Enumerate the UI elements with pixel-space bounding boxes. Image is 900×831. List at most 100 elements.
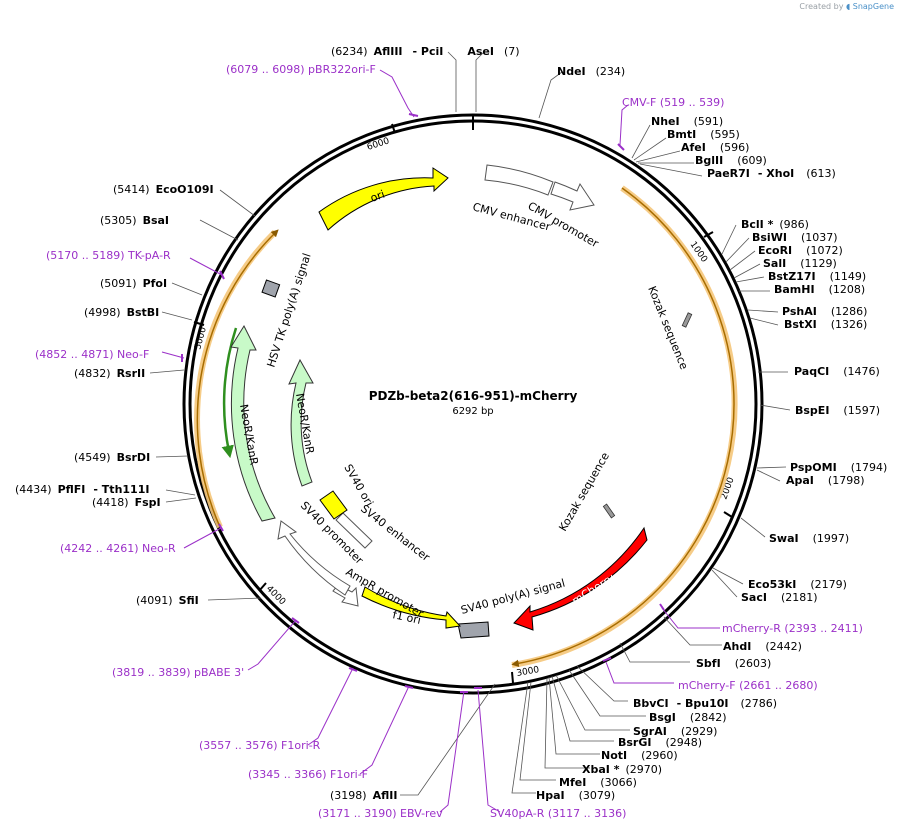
primer-mark [348, 667, 358, 672]
site-leader [165, 489, 196, 496]
feature-kozak-1 [681, 312, 693, 328]
orf-arcs [194, 185, 738, 668]
primer-leader [605, 661, 674, 684]
site-label: (4998)BstBI [84, 306, 159, 319]
plasmid-size: 6292 bp [452, 406, 493, 417]
primer-label: (5170 .. 5189) TK-pA-R [46, 249, 171, 262]
site-leader [735, 276, 765, 283]
primer-label: (4852 .. 4871) Neo-F [35, 348, 149, 361]
site-label: SacI(2181) [741, 591, 818, 604]
feature-cmv-enhancer [484, 164, 554, 196]
site-label: MfeI(3066) [559, 776, 637, 789]
feature-mcherry [513, 526, 648, 631]
primer-mark [219, 270, 225, 280]
site-label: PaqCI(1476) [794, 365, 880, 378]
primer-label: mCherry-F (2661 .. 2680) [678, 679, 818, 692]
site-label: BsiWI(1037) [752, 231, 838, 244]
site-leader [747, 309, 779, 313]
primer-label: CMV-F (519 .. 539) [622, 96, 724, 109]
site-label: BstXI(1326) [784, 318, 867, 331]
feature-ori [318, 167, 449, 231]
primer-label: (3557 .. 3576) F1ori-R [199, 739, 321, 752]
primer-mark [617, 143, 625, 151]
site-leader [544, 677, 590, 769]
feature-hsv-tk-polya [261, 279, 281, 298]
primer-leader [189, 257, 223, 276]
feature-neor-kanr-outer [230, 324, 276, 522]
tick-mark [703, 231, 714, 238]
primer-leader [183, 527, 222, 549]
site-label: BglII(609) [695, 154, 767, 167]
site-label: NheI(591) [651, 115, 723, 128]
orf-arc-neo-inner [221, 327, 238, 459]
site-label: XbaI *(2970) [582, 763, 662, 776]
snapgene-logo-icon: ◖ [845, 2, 851, 11]
primer-label: (3819 .. 3839) pBABE 3' [112, 666, 244, 679]
feature-label-mcherry: mCherry [570, 571, 618, 607]
site-leader [447, 51, 457, 112]
site-label: (5414)EcoO109I [113, 183, 214, 196]
site-label: BstZ17I(1149) [768, 270, 866, 283]
tick-mark [723, 511, 733, 518]
site-leader [161, 311, 193, 321]
restriction-sites [149, 51, 791, 796]
site-label: NotI(2960) [601, 749, 678, 762]
primer-mark [291, 617, 300, 624]
site-leader [219, 189, 256, 217]
snapgene-credit: Created by ◖ SnapGene [799, 2, 894, 11]
primer-leader [247, 619, 297, 671]
site-label: BsrGI(2948) [618, 736, 702, 749]
feature-cmv-promoter [550, 181, 595, 211]
site-leader [663, 616, 722, 646]
site-label: SbfI(2603) [696, 657, 771, 670]
site-label: BmtI(595) [667, 128, 740, 141]
site-leader [511, 681, 536, 794]
tick-mark [193, 321, 205, 326]
primer-labels: (6079 .. 6098) pBR322ori-F CMV-F (519 ..… [35, 63, 863, 820]
site-label: ApaI(1798) [786, 474, 864, 487]
primer-label: mCherry-R (2393 .. 2411) [722, 622, 863, 635]
site-label: PspOMI(1794) [790, 461, 887, 474]
feature-kozak-2 [602, 503, 616, 519]
site-leader [538, 71, 563, 119]
site-label: BspEI(1597) [795, 404, 880, 417]
site-leader [568, 669, 646, 717]
orf-arc-mcherry-line [511, 187, 735, 668]
site-label: BsgI(2842) [649, 711, 726, 724]
tick-label: 3000 [516, 665, 541, 679]
site-label: (5091)PfoI [100, 277, 167, 290]
primer-leader [359, 685, 410, 775]
primer-mark [408, 113, 419, 117]
site-label: (4091)SfiI [136, 594, 199, 607]
site-leader [635, 150, 681, 163]
credit-brand: SnapGene [852, 2, 894, 11]
site-label: SgrAI(2929) [633, 725, 717, 738]
site-leader [207, 597, 262, 601]
site-leader [149, 369, 185, 374]
site-leader [576, 665, 628, 702]
feature-sv40-promoter [277, 520, 351, 596]
site-label: (3198)AflII [330, 789, 397, 802]
primer-mark [659, 603, 665, 611]
site-leader [199, 219, 239, 241]
feature-label-f1-ori: f1 ori [391, 608, 422, 627]
primer-label: (4242 .. 4261) Neo-R [60, 542, 176, 555]
primer-sites [161, 69, 720, 813]
site-leader [619, 642, 690, 663]
site-leader [551, 675, 614, 742]
site-leader [711, 569, 738, 598]
site-label: PaeR7I- XhoI(613) [707, 167, 836, 180]
site-label: (4434)PflFI- Tth111I [15, 483, 149, 496]
site-leader [740, 517, 766, 538]
primer-leader [477, 689, 501, 813]
site-label: SwaI(1997) [769, 532, 849, 545]
primer-leader [379, 69, 415, 118]
site-leader [631, 124, 651, 159]
tick-label: 4000 [264, 584, 287, 607]
primer-label: SV40pA-R (3117 .. 3136) [490, 807, 626, 820]
site-label: PshAI(1286) [782, 305, 867, 318]
site-leader [756, 469, 781, 482]
site-leader [475, 51, 485, 112]
primer-mark [404, 685, 414, 689]
